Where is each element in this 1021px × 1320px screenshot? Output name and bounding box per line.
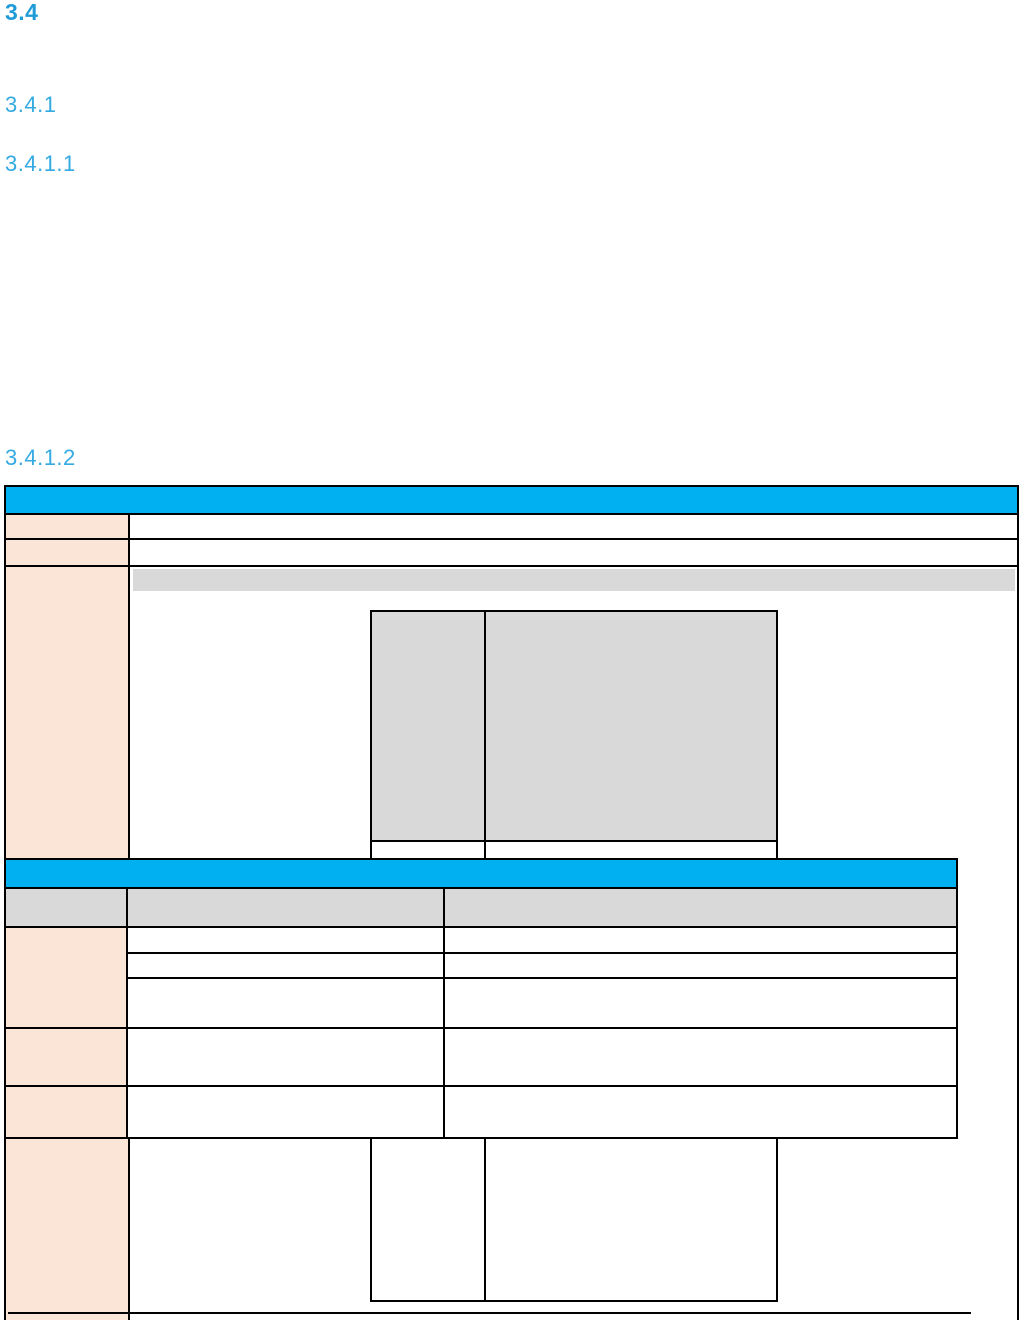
column-header-cell	[126, 887, 445, 928]
label-cell	[4, 1027, 128, 1087]
table-row	[4, 1085, 958, 1139]
table-title-bar	[4, 858, 958, 889]
table-row	[4, 858, 958, 889]
table-row	[5, 952, 958, 979]
heading-3-4-1: 3.4.1	[5, 92, 57, 117]
value-cell	[126, 926, 445, 954]
table-3-4-1-3	[4, 858, 958, 1139]
table-row	[4, 538, 1019, 567]
table-row	[4, 887, 958, 928]
table-row	[4, 513, 1019, 540]
table-row	[369, 610, 778, 842]
table-row	[4, 485, 1019, 515]
nested-header-cell	[483, 610, 778, 842]
value-cell	[126, 1027, 445, 1087]
column-header-cell	[443, 887, 958, 928]
value-cell	[128, 538, 1019, 567]
value-cell	[126, 977, 445, 1029]
column-header-cell	[4, 887, 128, 928]
heading-3-4-1-2: 3.4.1.2	[5, 445, 76, 470]
value-cell	[126, 1085, 445, 1139]
value-cell	[128, 513, 1019, 540]
label-cell	[4, 538, 130, 567]
value-cell	[126, 952, 445, 979]
nested-header-cell	[369, 610, 486, 842]
footer-divider	[8, 1312, 971, 1314]
value-cell	[443, 1027, 958, 1087]
gray-subheader-bar	[133, 569, 1015, 591]
value-cell	[443, 952, 958, 979]
value-cell	[443, 1085, 958, 1139]
heading-3-4-1-1: 3.4.1.1	[5, 151, 76, 176]
table-row	[4, 1027, 958, 1087]
heading-3-4: 3.4	[5, 0, 39, 25]
table-row	[4, 926, 958, 1029]
label-cell	[4, 513, 130, 540]
value-cell	[443, 926, 958, 954]
label-cell	[4, 926, 128, 1029]
value-cell	[443, 977, 958, 1029]
table-title-bar	[4, 485, 1019, 515]
label-cell	[4, 1085, 128, 1139]
table-row	[5, 977, 958, 1029]
